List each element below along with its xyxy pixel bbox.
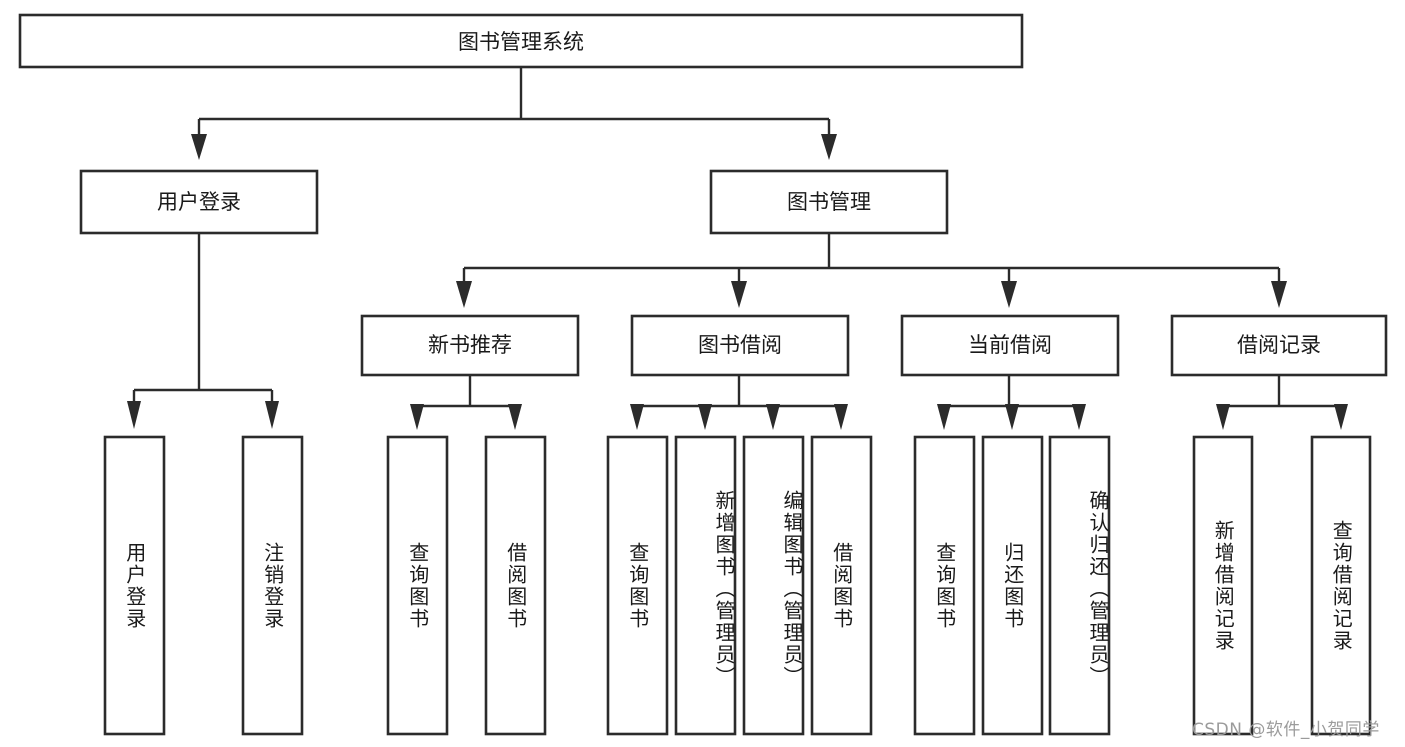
connector-group-book-management-to-level3 [456,233,1287,308]
node-leaf-edit-book-rect[interactable] [742,435,805,736]
connector-group-user-login-to-leaves [127,233,279,429]
node-leaf-query-record-rect[interactable] [1310,435,1372,736]
arrowhead-leaf-query-book-3 [937,404,951,430]
node-user-login-label: 用户登录 [157,190,241,214]
arrowhead-leaf-return-book [1005,404,1019,430]
node-current-borrow-label: 当前借阅 [968,333,1052,357]
node-leaf-query-book-2-rect[interactable] [606,435,669,736]
connector-group-borrow-record-to-leaves [1216,375,1348,430]
arrowhead-leaf-user-login [127,401,141,429]
node-book-borrow-rect[interactable] [630,314,850,377]
node-borrow-record-label: 借阅记录 [1237,333,1321,357]
arrowhead-current-borrow [1001,281,1017,308]
node-leaf-query-book-1-rect[interactable] [386,435,449,736]
node-leaf-borrow-book-1-rect[interactable] [484,435,547,736]
connector-group-new-book-to-leaves [410,375,522,430]
node-leaf-borrow-book-2-rect[interactable] [810,435,873,736]
node-root[interactable]: 图书管理系统 [18,13,1024,69]
arrowhead-leaf-borrow-book-1 [508,404,522,430]
arrowhead-borrow-record [1271,281,1287,308]
arrowhead-leaf-confirm-return [1072,404,1086,430]
node-root-label: 图书管理系统 [458,30,584,54]
node-leaf-confirm-return-rect[interactable] [1048,435,1111,736]
node-current-borrow[interactable]: 当前借阅 [900,314,1120,377]
node-user-login[interactable]: 用户登录 [79,169,319,235]
arrowhead-user-login [191,134,207,160]
arrowhead-leaf-logout [265,401,279,429]
arrowhead-leaf-add-book [698,404,712,430]
arrowhead-leaf-query-book-1 [410,404,424,430]
node-book-management[interactable]: 图书管理 [709,169,949,235]
node-new-book-recommend-label: 新书推荐 [428,333,512,357]
connector-group-root-to-level2 [191,67,837,160]
arrowhead-leaf-edit-book [766,404,780,430]
node-borrow-record[interactable]: 借阅记录 [1170,314,1388,377]
arrowhead-leaf-query-record [1334,404,1348,430]
node-new-book-recommend[interactable]: 新书推荐 [360,314,580,377]
node-leaf-return-book-rect[interactable] [981,435,1044,736]
watermark-text: CSDN @软件_小贺同学 [1192,720,1380,740]
arrowhead-book-borrow [731,281,747,308]
node-current-borrow-rect[interactable] [900,314,1120,377]
node-root-rect[interactable] [18,13,1024,69]
arrowhead-leaf-add-record [1216,404,1230,430]
node-leaf-query-book-3-rect[interactable] [913,435,976,736]
node-book-borrow-label: 图书借阅 [698,333,782,357]
arrowhead-book-management [821,134,837,160]
connector-group-book-borrow-to-leaves [630,375,848,430]
node-user-login-rect[interactable] [79,169,319,235]
node-leaf-add-record-rect[interactable] [1192,435,1254,736]
node-book-management-label: 图书管理 [787,190,871,214]
node-book-management-rect[interactable] [709,169,949,235]
arrowhead-leaf-query-book-2 [630,404,644,430]
node-leaf-logout-rect[interactable] [241,435,304,736]
arrowhead-leaf-borrow-book-2 [834,404,848,430]
node-leaf-add-book-rect[interactable] [674,435,737,736]
connector-group-current-borrow-to-leaves [937,375,1086,430]
node-new-book-recommend-rect[interactable] [360,314,580,377]
node-leaf-user-login-rect[interactable] [103,435,166,736]
node-borrow-record-rect[interactable] [1170,314,1388,377]
node-book-borrow[interactable]: 图书借阅 [630,314,850,377]
arrowhead-new-book-recommend [456,281,472,308]
